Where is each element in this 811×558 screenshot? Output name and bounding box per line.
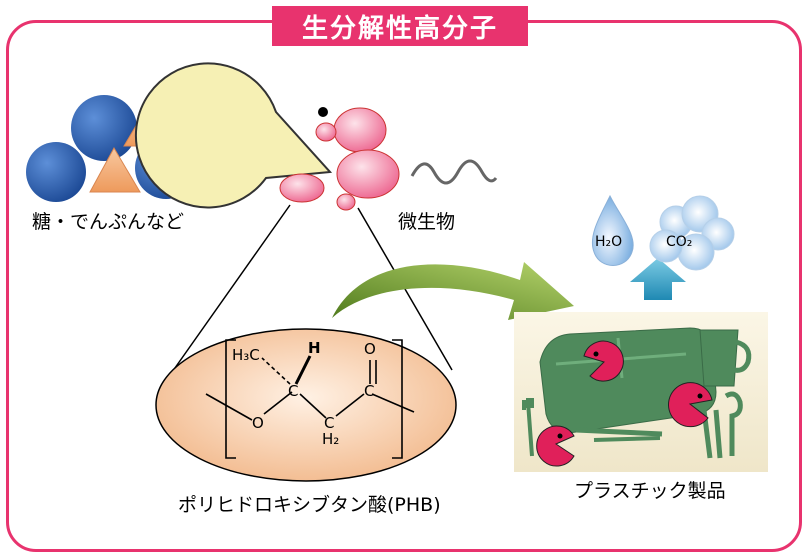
starch-circle-2	[26, 142, 86, 202]
atom-h2: H₂	[322, 430, 340, 448]
cup	[699, 329, 739, 387]
microbe-flagellum	[410, 159, 498, 185]
pacman-pink-1	[583, 340, 624, 382]
atom-c3: C	[364, 382, 375, 400]
microbe-eye	[318, 107, 328, 117]
phb-structure	[205, 339, 415, 459]
atom-c1: C	[288, 382, 299, 400]
pacman-pink-3	[536, 425, 575, 467]
pacman-pink-2	[668, 382, 713, 428]
atom-h3c: H₃C	[232, 346, 260, 364]
plastic-label: プラスチック製品	[574, 480, 726, 502]
blue-arrow-up	[630, 258, 686, 300]
vacuole-4	[315, 122, 337, 142]
atom-o-ester: O	[252, 414, 264, 432]
vacuole-2	[336, 149, 400, 199]
starch-circle-1	[71, 95, 137, 161]
vacuole-5	[336, 193, 356, 211]
phb-ellipse	[155, 328, 457, 482]
green-arrow-curved	[332, 262, 574, 320]
co2-cloud-icon	[649, 195, 735, 271]
atom-o-carbonyl: O	[364, 340, 376, 358]
fork	[522, 398, 534, 457]
co2-label: CO₂	[666, 234, 693, 250]
pink-pacmen	[536, 340, 713, 467]
bracket-right	[392, 339, 403, 459]
atom-c2: C	[324, 414, 335, 432]
diagram-title: 生分解性高分子	[272, 6, 528, 46]
zoom-line-left	[169, 204, 291, 376]
sugar-triangle-2	[89, 146, 141, 193]
atom-h: H	[308, 339, 321, 357]
spoon	[724, 391, 743, 456]
knife	[575, 427, 663, 437]
microbe-label: 微生物	[398, 211, 456, 233]
water-drop-icon	[592, 194, 634, 266]
bracket-left	[225, 339, 236, 459]
microbe-pacman	[134, 62, 498, 211]
water-label: H₂O	[595, 234, 623, 250]
sugar-starch-label: 糖・でんぷんなど	[32, 211, 185, 233]
chopsticks	[593, 436, 661, 442]
vacuole-3	[279, 173, 325, 203]
phb-label: ポリヒドロキシブタン酸(PHB)	[178, 494, 441, 516]
